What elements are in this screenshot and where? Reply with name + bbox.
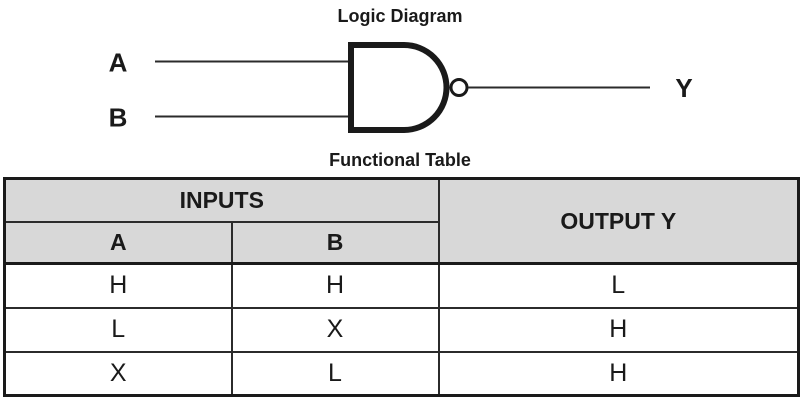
table-row: H H L: [3, 262, 800, 309]
column-header-b: B: [230, 220, 440, 265]
table-row: X L H: [3, 350, 800, 397]
output-y-label: Y: [675, 73, 692, 103]
cell-input-b: L: [230, 350, 440, 397]
cell-input-b: H: [230, 262, 440, 309]
input-a-label: A: [109, 48, 128, 78]
logic-diagram-title: Logic Diagram: [337, 6, 463, 26]
inputs-header-cell: INPUTS: [3, 177, 440, 223]
table-row: L X H: [3, 306, 800, 353]
cell-input-a: L: [3, 306, 233, 353]
inversion-bubble-icon: [449, 78, 469, 97]
cell-output-y: L: [437, 262, 800, 309]
nand-gate-diagram: A B Y: [109, 42, 693, 133]
table-header-row-inputs: INPUTS OUTPUT Y: [3, 177, 800, 265]
output-header-cell: OUTPUT Y: [437, 177, 800, 265]
functional-table-title: Functional Table: [329, 150, 471, 170]
cell-output-y: H: [437, 350, 800, 397]
cell-input-b: X: [230, 306, 440, 353]
and-gate-body: [348, 42, 450, 133]
column-header-a: A: [3, 220, 233, 265]
input-b-label: B: [109, 103, 128, 133]
cell-input-a: X: [3, 350, 233, 397]
functional-table: INPUTS OUTPUT Y A B H H L L X H X L H: [3, 177, 800, 397]
cell-output-y: H: [437, 306, 800, 353]
table-header-row-columns: A B: [3, 220, 799, 265]
cell-input-a: H: [3, 262, 233, 309]
